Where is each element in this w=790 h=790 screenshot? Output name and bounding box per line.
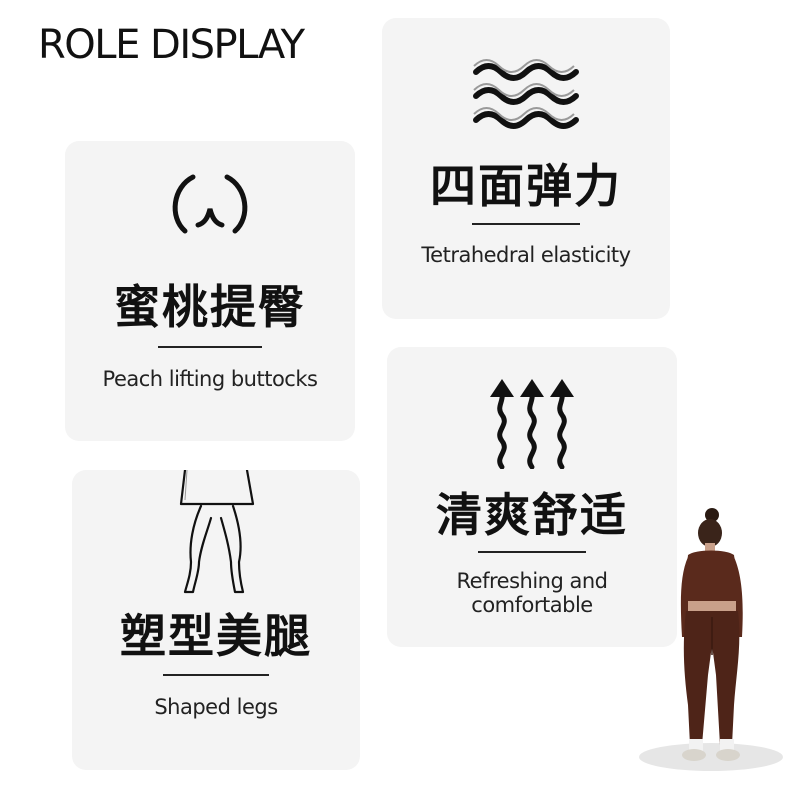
feature-caption: Tetrahedral elasticity — [421, 243, 631, 267]
feature-title: 四面弹力 — [430, 159, 622, 213]
divider — [158, 346, 262, 348]
feature-card-shaped-legs: 塑型美腿 Shaped legs — [72, 470, 360, 770]
feature-title: 蜜桃提臀 — [114, 280, 306, 334]
feature-caption: Shaped legs — [154, 695, 278, 719]
divider — [472, 223, 580, 225]
feature-card-comfort: 清爽舒适 Refreshing and comfortable — [387, 347, 677, 647]
model-photo — [636, 505, 786, 785]
divider — [478, 551, 586, 553]
page-title: ROLE DISPLAY — [38, 22, 305, 68]
feature-card-elasticity: 四面弹力 Tetrahedral elasticity — [382, 18, 670, 319]
feature-card-peach-lifting: 蜜桃提臀 Peach lifting buttocks — [65, 141, 355, 441]
feature-caption: Peach lifting buttocks — [102, 367, 318, 391]
buttocks-outline-icon — [65, 173, 355, 235]
feature-title: 清爽舒适 — [436, 488, 628, 542]
divider — [163, 674, 269, 676]
feature-caption-line1: Refreshing and — [456, 569, 608, 593]
feature-caption-line2: comfortable — [471, 593, 593, 617]
wavy-lines-icon — [382, 58, 670, 132]
wavy-arrows-up-icon — [387, 377, 677, 469]
legs-outline-icon — [72, 470, 360, 596]
feature-title: 塑型美腿 — [120, 609, 312, 663]
